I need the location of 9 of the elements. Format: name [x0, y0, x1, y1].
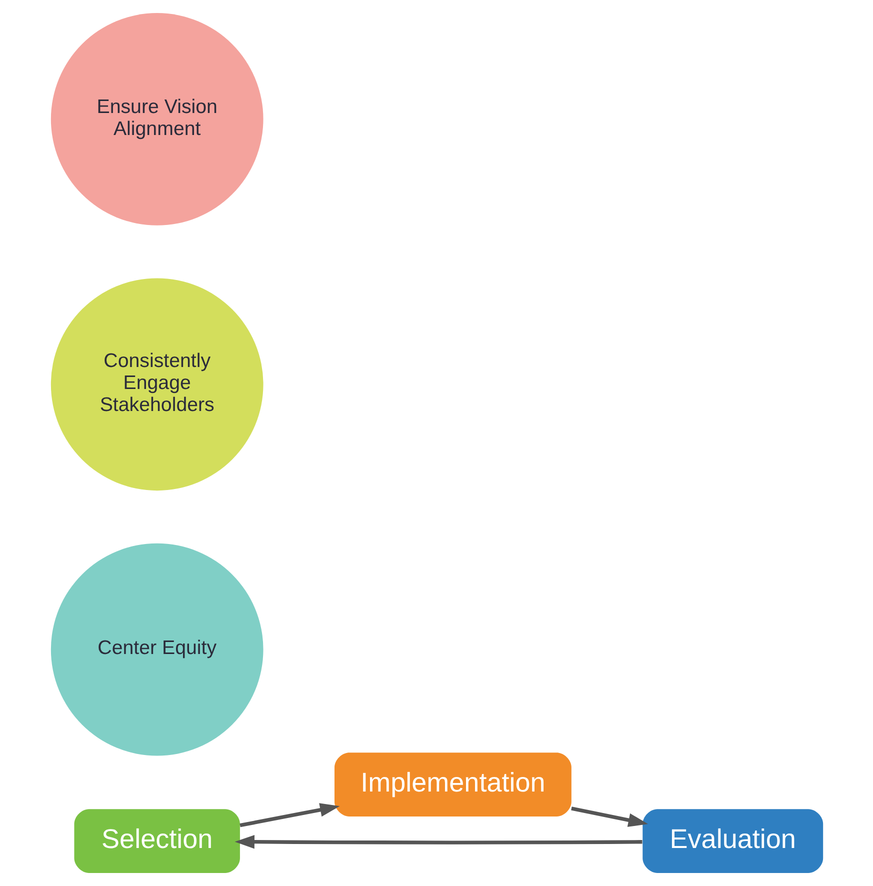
- node-circle: Ensure Vision Alignment: [50, 13, 263, 226]
- node-circle: Center Equity: [50, 543, 263, 756]
- node-box: Evaluation: [642, 809, 823, 873]
- arrow: [234, 834, 642, 849]
- node-box: Selection: [74, 809, 240, 873]
- arrow: [239, 803, 340, 828]
- arrow: [570, 806, 648, 827]
- node-circle: Consistently Engage Stakeholders: [50, 278, 263, 491]
- node-box: Implementation: [334, 752, 571, 816]
